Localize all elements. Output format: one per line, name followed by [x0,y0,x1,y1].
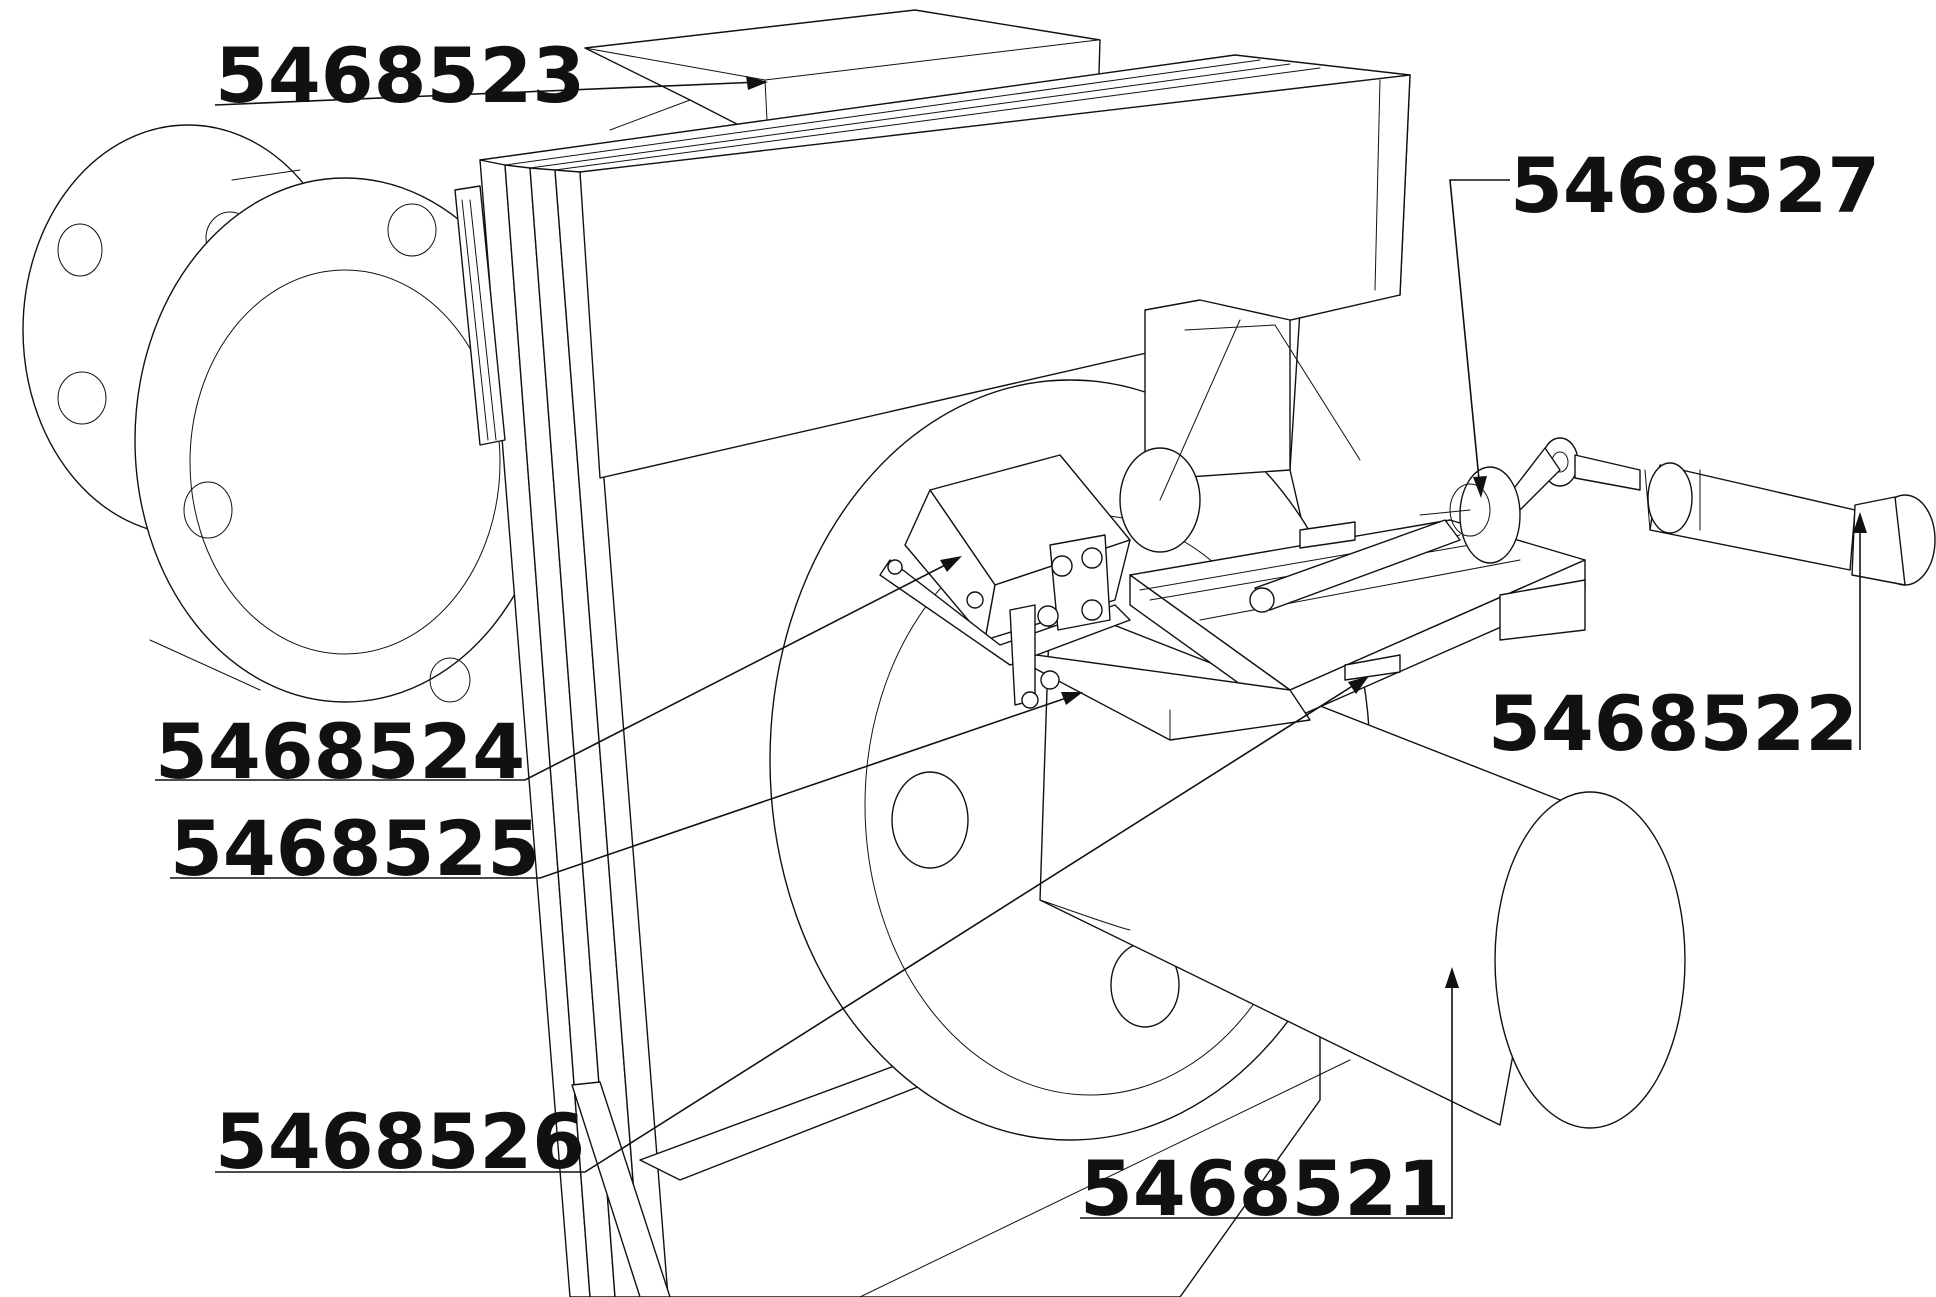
label-5468524: 5468524 [155,707,525,796]
label-5468523: 5468523 [215,31,585,120]
label-5468525: 5468525 [170,804,540,893]
pivot-block [1120,300,1360,552]
callout-labels: 5468523 5468527 5468522 5468524 5468525 … [155,31,1880,1233]
guide-rod [1250,520,1460,612]
leader-lines [155,76,1867,1218]
label-5468526: 5468526 [215,1097,585,1186]
upper-crossbeam [580,75,1410,478]
rear-front-flange [135,170,555,702]
label-5468527: 5468527 [1510,141,1880,230]
label-5468521: 5468521 [1080,1144,1450,1233]
hinge-bracket [880,535,1130,708]
plate-side-rib [455,186,505,445]
label-5468522: 5468522 [1488,679,1858,768]
rod-end-clevis [1505,438,1640,510]
lower-tray [1000,650,1310,740]
actuator-cylinder [1645,463,1935,585]
roller-wheel [1420,467,1520,563]
